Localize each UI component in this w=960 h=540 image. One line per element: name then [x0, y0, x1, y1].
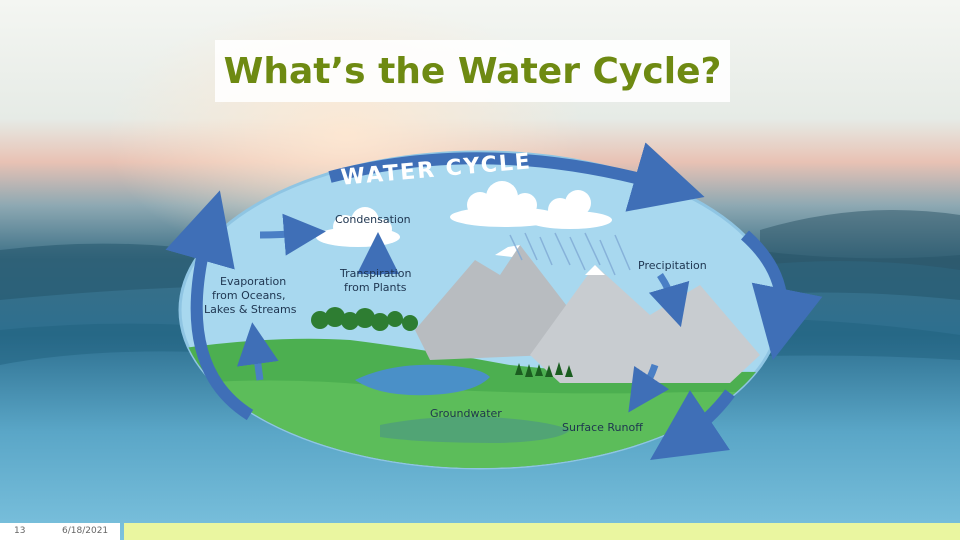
- label-transpiration-1: Transpiration: [339, 267, 411, 280]
- slide-title: What’s the Water Cycle?: [224, 51, 722, 92]
- footer-bar: 13 6/18/2021: [0, 523, 960, 540]
- slide-number: 13: [14, 526, 25, 536]
- footer-accent: [124, 523, 960, 540]
- label-evaporation-2: from Oceans,: [212, 289, 286, 302]
- label-condensation: Condensation: [335, 213, 411, 226]
- evaporation-arrow: [260, 233, 305, 235]
- title-box: What’s the Water Cycle?: [215, 40, 730, 102]
- label-evaporation-1: Evaporation: [220, 275, 286, 288]
- water-cycle-diagram: WATER CYCLE Condensation Precipitation E…: [130, 125, 830, 485]
- slide-date: 6/18/2021: [62, 526, 108, 536]
- label-evaporation-3: Lakes & Streams: [204, 303, 297, 316]
- label-transpiration-2: from Plants: [344, 281, 407, 294]
- evap-ocean-arrow: [255, 343, 260, 380]
- label-groundwater: Groundwater: [430, 407, 502, 420]
- label-precipitation: Precipitation: [638, 259, 707, 272]
- label-surface-runoff: Surface Runoff: [562, 421, 643, 434]
